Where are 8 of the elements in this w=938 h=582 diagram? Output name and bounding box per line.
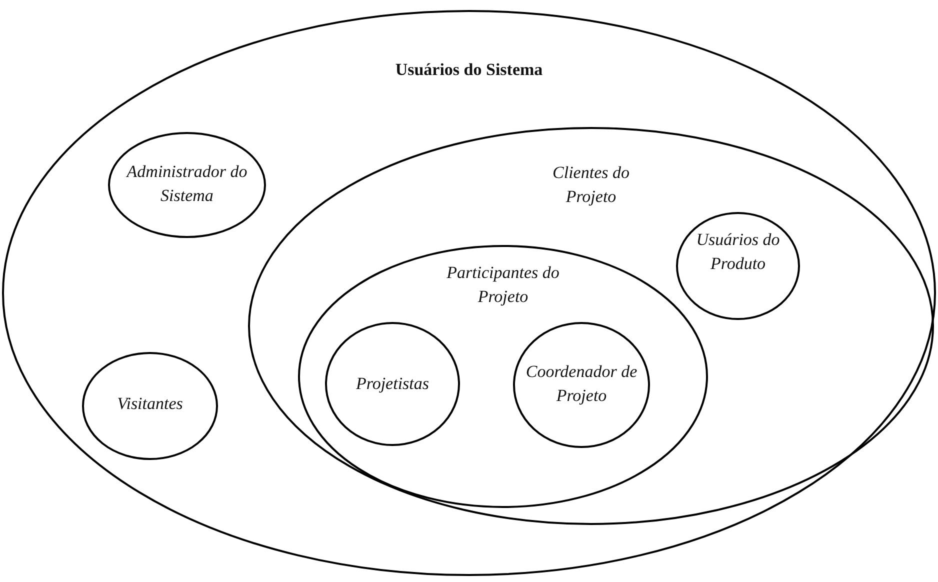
group-label: Visitantes xyxy=(116,393,184,415)
group-label: Clientes do Projeto xyxy=(552,162,630,208)
group-label: Participantes do Projeto xyxy=(446,262,560,308)
group-label: Projetistas xyxy=(354,373,430,395)
group-label: Coordenador de Projeto xyxy=(524,361,638,407)
group-label: Usuários do Produto xyxy=(695,229,781,275)
group-label: Usuários do Sistema xyxy=(394,59,544,81)
group-label: Administrador do Sistema xyxy=(124,161,248,207)
